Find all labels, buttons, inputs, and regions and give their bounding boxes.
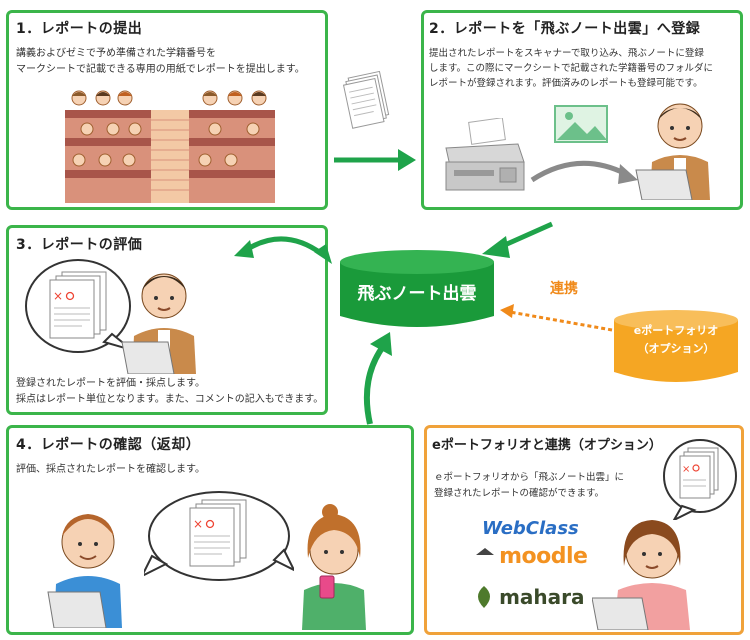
step3-description: 登録されたレポートを評価・採点します。 採点はレポート単位となります。また、コメ… [16, 376, 326, 408]
mahara-logo: mahara [474, 584, 585, 610]
portfolio-line1: ｅポートフォリオから「飛ぶノート出雲」に [434, 470, 654, 486]
speech-bubble-returned-report: × [144, 486, 294, 586]
step4-description: 評価、採点されたレポートを確認します。 [16, 462, 205, 478]
eportfolio-database-label: eポートフォリオ （オプション） [612, 322, 740, 358]
arrow-scan-to-teacher [528, 150, 640, 190]
mahara-logo-text: mahara [499, 585, 584, 609]
arrow-db-step3-bidirectional [232, 232, 336, 272]
paper-stack-icon [343, 68, 397, 130]
woman-at-laptop-illustration [592, 506, 722, 630]
step3-line2: 採点はレポート単位となります。また、コメントの記入もできます。 [16, 392, 326, 408]
moodle-cap-icon [476, 548, 494, 555]
step2-line3: レポートが登録されます。評価済みのレポートも登録可能です。 [429, 76, 739, 91]
moodle-logo: moodle [476, 544, 587, 569]
webclass-logo: WebClass [482, 518, 579, 539]
svg-text:×: × [53, 289, 63, 303]
student-at-laptop-illustration [40, 488, 140, 628]
speech-bubble-report: × [22, 256, 134, 360]
teacher-grading-illustration [120, 256, 210, 374]
student-with-phone-illustration [290, 498, 380, 630]
portfolio-line2: 登録されたレポートの確認ができます。 [434, 486, 654, 502]
step3-title: 3．レポートの評価 [16, 234, 142, 254]
scanner-illustration [440, 118, 528, 196]
arrow-step1-to-step2 [330, 145, 420, 175]
step1-description: 講義およびゼミで予め準備された学籍番号を マークシートで記載できる専用の用紙でレ… [16, 46, 321, 78]
teacher-at-laptop-illustration [630, 90, 730, 200]
step4-title: 4．レポートの確認（返却） [16, 434, 200, 454]
step1-title: 1．レポートの提出 [16, 18, 142, 38]
lecture-hall-illustration [65, 88, 275, 203]
portfolio-description: ｅポートフォリオから「飛ぶノート出雲」に 登録されたレポートの確認ができます。 [434, 470, 654, 502]
image-file-icon [553, 104, 609, 144]
step2-line2: します。この際にマークシートで記載された学籍番号のフォルダに [429, 61, 739, 76]
svg-text:×: × [682, 464, 690, 475]
step3-line1: 登録されたレポートを評価・採点します。 [16, 376, 326, 392]
step4-line1: 評価、採点されたレポートを確認します。 [16, 462, 205, 478]
portfolio-title: eポートフォリオと連携（オプション） [432, 434, 662, 453]
step2-line1: 提出されたレポートをスキャナーで取り込み、飛ぶノートに登録 [429, 46, 739, 61]
step1-line2: マークシートで記載できる専用の用紙でレポートを提出します。 [16, 62, 321, 78]
step1-line1: 講義およびゼミで予め準備された学籍番号を [16, 46, 321, 62]
step2-description: 提出されたレポートをスキャナーで取り込み、飛ぶノートに登録 します。この際にマー… [429, 46, 739, 91]
arrow-step4-to-db [352, 330, 402, 426]
eportfolio-db-line2: （オプション） [612, 340, 740, 358]
svg-text:×: × [193, 517, 203, 531]
students-row1 [72, 91, 266, 105]
eportfolio-db-line1: eポートフォリオ [612, 322, 740, 340]
center-database-label: 飛ぶノート出雲 [338, 279, 496, 304]
arrow-eportfolio-link [496, 300, 616, 336]
step2-title: 2．レポートを「飛ぶノート出雲」へ登録 [429, 18, 700, 38]
moodle-logo-text: moodle [499, 544, 587, 569]
link-label: 連携 [550, 278, 578, 298]
mahara-leaf-icon [474, 584, 494, 610]
